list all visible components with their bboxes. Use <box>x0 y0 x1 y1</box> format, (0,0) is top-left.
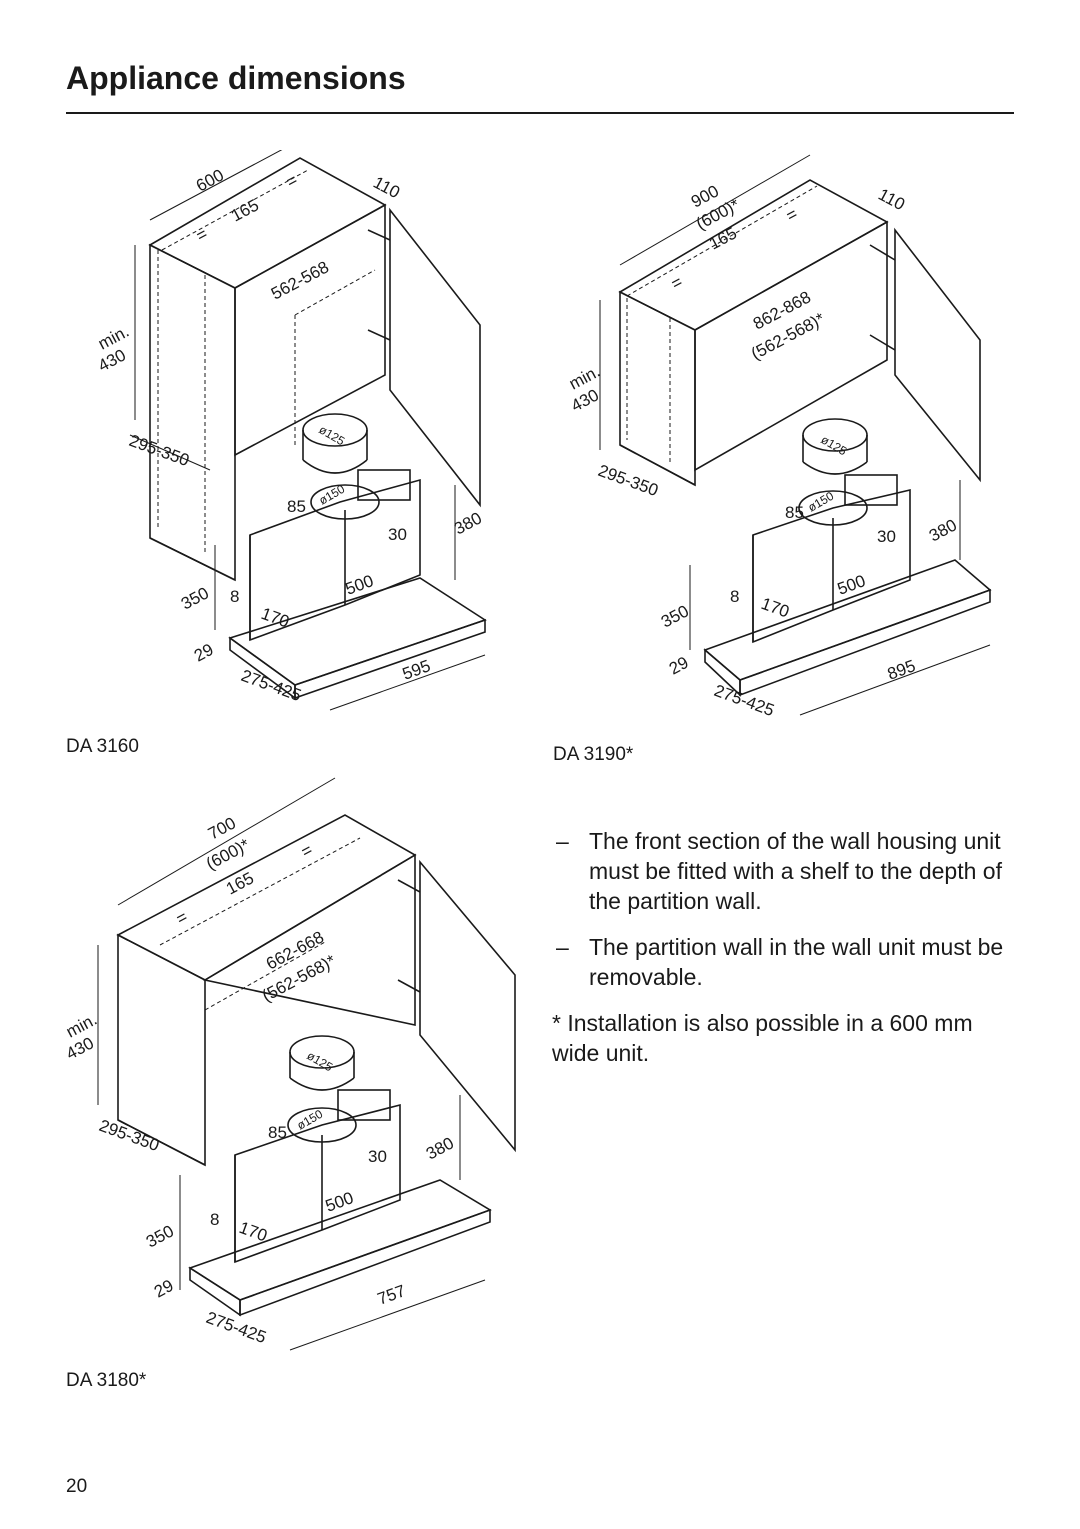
dim-width: 700 <box>205 813 239 843</box>
dim-30: 30 <box>368 1147 387 1166</box>
page-number: 20 <box>66 1476 88 1497</box>
da3160-drawing: 600 110 165 = = 562-568 min. 430 295-350… <box>95 150 487 711</box>
diagram-da3180: 700 (600)* 165 = = 662-668 (562-568)* mi… <box>60 770 530 1360</box>
dim-depth: 295-350 <box>596 461 661 500</box>
diagram-da3160: 600 110 165 = = 562-568 min. 430 295-350… <box>90 150 510 730</box>
cabinet-door <box>389 207 481 508</box>
note-text: The front section of the wall housing un… <box>589 828 1002 914</box>
dim-29: 29 <box>151 1276 177 1302</box>
dim-29: 29 <box>191 640 217 666</box>
dim-hood-width: 895 <box>885 656 918 684</box>
cabinet-top <box>148 157 387 289</box>
cabinet-door <box>419 859 516 1153</box>
dim-gap: 110 <box>875 185 908 215</box>
note-item: – The partition wall in the wall unit mu… <box>552 932 1022 992</box>
hood-chimney <box>752 488 911 644</box>
dim-85: 85 <box>268 1123 287 1142</box>
dim-depth: 295-350 <box>127 431 192 470</box>
dim-85: 85 <box>287 497 306 516</box>
installation-notes: – The front section of the wall housing … <box>552 826 1022 1068</box>
page-title: Appliance dimensions <box>66 60 406 96</box>
dim-eq-2: = <box>783 204 801 225</box>
dim-hood-depth: 275-425 <box>204 1308 269 1347</box>
note-item: – The front section of the wall housing … <box>552 826 1022 916</box>
dim-85: 85 <box>785 503 804 522</box>
dim-500: 500 <box>835 571 868 599</box>
dim-offset: 165 <box>223 868 257 898</box>
dim-dia-mid: ø150 <box>806 489 837 515</box>
dim-depth: 295-350 <box>97 1116 162 1155</box>
cabinet-opening <box>234 203 386 457</box>
diagram-da3190: 900 (600)* 110 165 = = 862-868 (562-568)… <box>565 150 1005 740</box>
cabinet-side <box>619 290 696 487</box>
dash-bullet: – <box>556 934 569 960</box>
dim-hood-depth: 275-425 <box>712 681 777 720</box>
dim-170: 170 <box>759 594 792 622</box>
dim-350: 350 <box>178 583 212 613</box>
cabinet-side <box>149 243 236 582</box>
dim-offset: 165 <box>228 195 262 225</box>
dim-380: 380 <box>451 508 485 538</box>
hood-motor <box>357 469 411 501</box>
dim-eq-1: = <box>173 907 191 928</box>
dim-min-val: 430 <box>63 1033 97 1063</box>
dim-min-word: min. <box>566 362 603 394</box>
dim-dia-top: ø125 <box>819 432 850 458</box>
dim-hood-depth: 275-425 <box>239 666 304 705</box>
dim-8: 8 <box>210 1210 219 1229</box>
dim-8: 8 <box>230 587 239 606</box>
dim-29: 29 <box>666 653 692 679</box>
dim-350: 350 <box>143 1221 177 1251</box>
dim-eq-1: = <box>193 224 211 245</box>
dim-8: 8 <box>730 587 739 606</box>
title-rule <box>66 112 1014 114</box>
dim-30: 30 <box>388 525 407 544</box>
dim-eq-2: = <box>283 170 301 191</box>
dim-gap: 110 <box>370 173 403 203</box>
footnote: * Installation is also possible in a 600… <box>552 1010 973 1066</box>
cabinet-door <box>894 227 981 483</box>
dim-min-val: 430 <box>95 345 129 375</box>
dim-380: 380 <box>423 1133 457 1163</box>
dim-30: 30 <box>877 527 896 546</box>
cabinet-top <box>618 179 889 331</box>
da3190-drawing: 900 (600)* 110 165 = = 862-868 (562-568)… <box>566 154 992 720</box>
da3180-drawing: 700 (600)* 165 = = 662-668 (562-568)* mi… <box>63 777 516 1351</box>
dim-eq-1: = <box>668 272 686 293</box>
dim-width: 600 <box>193 165 227 195</box>
caption-da3160: DA 3160 <box>66 736 139 757</box>
dash-bullet: – <box>556 828 569 854</box>
dim-380: 380 <box>926 515 960 545</box>
note-text: The partition wall in the wall unit must… <box>589 934 1004 990</box>
caption-da3190: DA 3190* <box>553 744 634 765</box>
caption-da3180: DA 3180* <box>66 1370 147 1391</box>
dim-350: 350 <box>658 601 692 631</box>
dim-hood-width: 757 <box>375 1281 408 1309</box>
dim-dia-top: ø125 <box>305 1048 336 1074</box>
dim-eq-2: = <box>298 840 316 861</box>
